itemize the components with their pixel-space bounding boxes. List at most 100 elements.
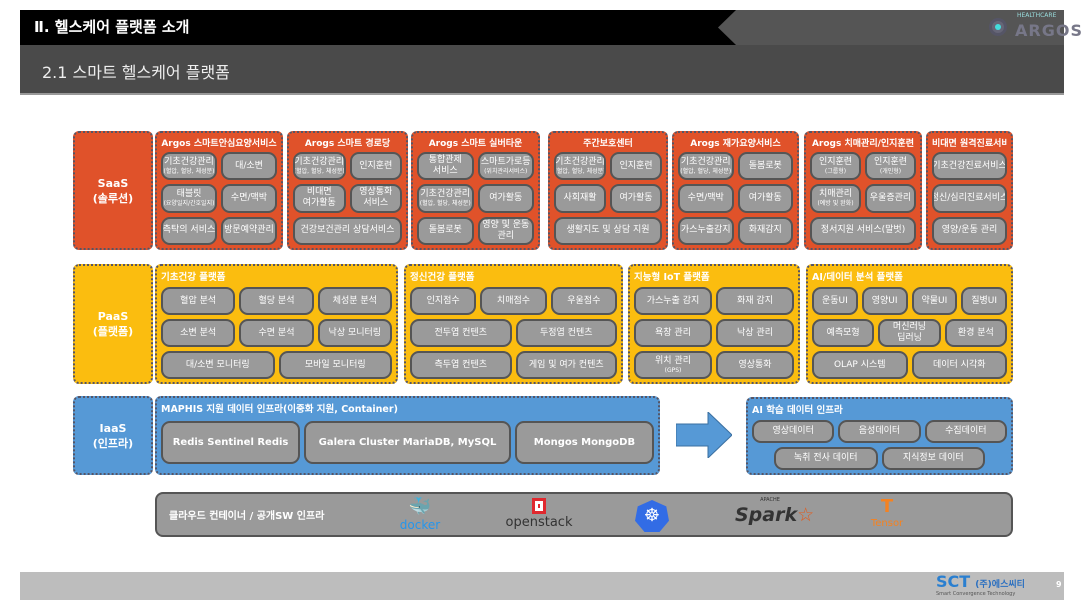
- service-pill[interactable]: 두정엽 컨텐츠: [515, 319, 617, 347]
- service-pill[interactable]: Redis Sentinel Redis: [161, 421, 301, 464]
- service-pill[interactable]: 화재 감지: [716, 287, 794, 315]
- service-pill[interactable]: 영상통화: [716, 351, 794, 379]
- iaas-card: MAPHIS 지원 데이터 인프라(이중화 지원, Container)Redi…: [155, 396, 660, 475]
- pill-label: Galera Cluster MariaDB, MySQL: [318, 437, 497, 448]
- service-pill[interactable]: 돌봄로봇: [737, 152, 793, 181]
- service-pill[interactable]: 가스누출감지: [678, 216, 734, 245]
- docker-logo: 🐳docker: [399, 496, 441, 532]
- service-pill[interactable]: 대/소변: [221, 152, 277, 181]
- service-pill[interactable]: 스마트가로등(위치관리서비스): [477, 152, 534, 181]
- service-pill[interactable]: 돌봄로봇: [417, 216, 474, 245]
- pill-sublabel: (혈압, 혈당, 체성분): [163, 168, 215, 176]
- service-pill[interactable]: 우울증관리: [865, 184, 916, 213]
- service-pill[interactable]: 지식정보 데이터: [881, 447, 985, 470]
- pill-label: 인지훈련: [619, 160, 653, 171]
- service-pill[interactable]: 기초건강관리(혈압, 혈당, 체성분): [678, 152, 734, 181]
- pill-label: 모바일 모니터링: [304, 359, 366, 370]
- pill-sublabel: 여가활동: [302, 198, 336, 209]
- pill-label: 게임 및 여가 컨텐츠: [528, 359, 604, 370]
- service-pill[interactable]: 기초건강관리(혈압, 혈당, 체성분): [161, 152, 217, 181]
- service-pill[interactable]: 화재감지: [737, 216, 793, 245]
- service-pill[interactable]: 여가활동: [610, 184, 662, 213]
- pill-label: 생활지도 및 상담 지원: [566, 225, 650, 236]
- service-pill[interactable]: 치매점수: [480, 287, 547, 315]
- service-pill[interactable]: 예측모형: [812, 319, 875, 347]
- service-pill[interactable]: 체성분 분석: [317, 287, 392, 315]
- service-pill[interactable]: 태블릿(요양일지/간호일지): [161, 184, 217, 213]
- service-pill[interactable]: 음성데이터: [838, 420, 921, 443]
- pill-label: 혈압 분석: [180, 295, 217, 306]
- card-title: 비대면 원격진료서비스: [932, 139, 1007, 149]
- service-pill[interactable]: 운동UI: [812, 287, 858, 315]
- card-title: AI 학습 데이터 인프라: [752, 405, 843, 416]
- service-pill[interactable]: 기초건강관리(혈압, 혈당, 체성분): [417, 184, 474, 213]
- service-pill[interactable]: 기초건강진료서비스: [932, 152, 1007, 181]
- service-pill[interactable]: 모바일 모니터링: [278, 351, 392, 379]
- service-pill[interactable]: 인지훈련(개인형): [865, 152, 916, 181]
- subtitle-bar: [20, 45, 1064, 95]
- service-pill[interactable]: 혈당 분석: [239, 287, 314, 315]
- service-pill[interactable]: 인지훈련: [610, 152, 662, 181]
- service-pill[interactable]: 영상데이터: [752, 420, 835, 443]
- service-pill[interactable]: 가스누출 감지: [634, 287, 712, 315]
- service-pill[interactable]: 정신/심리진료서비스: [932, 184, 1007, 213]
- service-pill[interactable]: 욕창 관리: [634, 319, 712, 347]
- service-pill[interactable]: 대/소변 모니터링: [161, 351, 275, 379]
- item-row: 기초건강관리(혈압, 혈당, 체성분)여가활동: [417, 184, 534, 213]
- service-pill[interactable]: 인지훈련(그룹형): [810, 152, 861, 181]
- service-pill[interactable]: 수집데이터: [924, 420, 1007, 443]
- service-pill[interactable]: 위치 관리(GPS): [634, 351, 712, 379]
- service-pill[interactable]: 치매관리(예방 및 완화): [810, 184, 861, 213]
- service-pill[interactable]: Galera Cluster MariaDB, MySQL: [304, 421, 511, 464]
- service-pill[interactable]: 소변 분석: [161, 319, 236, 347]
- service-pill[interactable]: 수면/맥박: [678, 184, 734, 213]
- service-pill[interactable]: 데이터 시각화: [911, 351, 1007, 379]
- service-pill[interactable]: 여가활동: [737, 184, 793, 213]
- service-pill[interactable]: 여가활동: [477, 184, 534, 213]
- service-pill[interactable]: 수면/맥박: [221, 184, 277, 213]
- service-pill[interactable]: 환경 분석: [944, 319, 1007, 347]
- service-pill[interactable]: 영양UI: [861, 287, 908, 315]
- service-pill[interactable]: 측탁의 서비스: [161, 216, 217, 245]
- service-pill[interactable]: 건강보건관리 상담서비스: [293, 216, 402, 245]
- service-pill[interactable]: 사회재활: [554, 184, 606, 213]
- service-pill[interactable]: 전두엽 컨텐츠: [410, 319, 512, 347]
- page-subtitle: 2.1 스마트 헬스케어 플랫폼: [42, 63, 230, 82]
- service-pill[interactable]: 측두엽 컨텐츠: [410, 351, 512, 379]
- pill-label: 영상통화: [359, 187, 393, 198]
- service-pill[interactable]: 인지점수: [410, 287, 477, 315]
- service-pill[interactable]: 질병UI: [961, 287, 1007, 315]
- service-pill[interactable]: 기초건강관리(혈압, 혈당, 체성분): [293, 152, 346, 181]
- service-pill[interactable]: 수면 분석: [239, 319, 314, 347]
- service-pill[interactable]: 게임 및 여가 컨텐츠: [515, 351, 617, 379]
- service-pill[interactable]: 녹취 전사 데이터: [774, 447, 878, 470]
- service-pill[interactable]: 정서지원 서비스(말벗): [810, 216, 916, 245]
- service-pill[interactable]: 방문예약관리: [221, 216, 277, 245]
- service-pill[interactable]: 기초건강관리(혈압, 혈당, 체성분): [554, 152, 606, 181]
- service-pill[interactable]: 생활지도 및 상담 지원: [554, 216, 662, 245]
- pill-label: 기초건강관리: [680, 157, 731, 168]
- service-pill[interactable]: 우울점수: [550, 287, 617, 315]
- service-pill[interactable]: 낙상 모니터링: [317, 319, 392, 347]
- service-pill[interactable]: 혈압 분석: [161, 287, 236, 315]
- pill-label: 영상통화: [738, 359, 772, 370]
- service-pill[interactable]: OLAP 시스템: [812, 351, 908, 379]
- service-pill[interactable]: 낙상 관리: [716, 319, 794, 347]
- service-pill[interactable]: Mongos MongoDB: [514, 421, 654, 464]
- pill-label: 영양 및 운동: [482, 219, 530, 230]
- service-pill[interactable]: 인지훈련: [349, 152, 402, 181]
- service-pill[interactable]: 약물UI: [911, 287, 958, 315]
- service-pill[interactable]: 영양/운동 관리: [932, 216, 1007, 245]
